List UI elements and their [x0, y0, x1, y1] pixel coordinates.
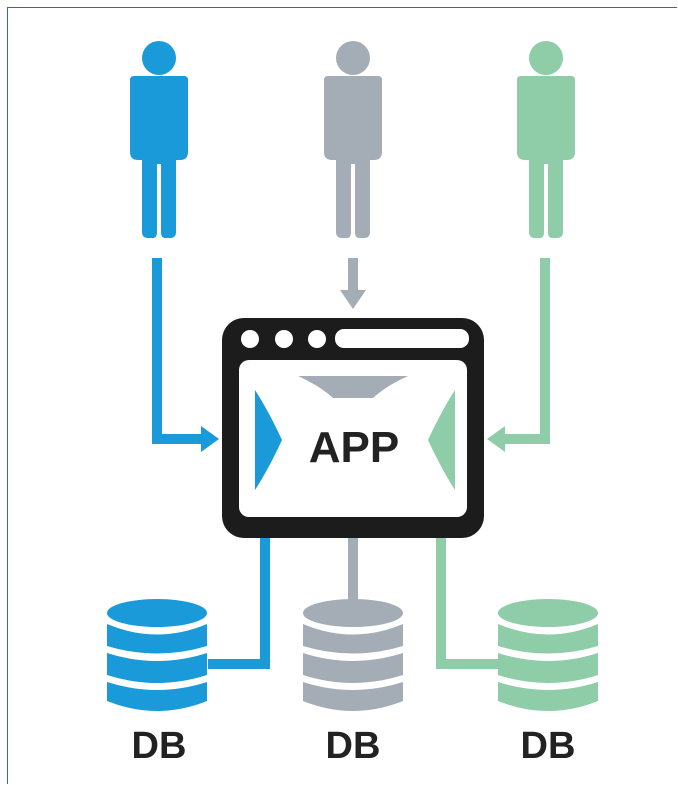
app-arrow-top — [298, 376, 408, 398]
window-dot-2 — [275, 330, 293, 348]
app-window: APP — [222, 318, 484, 538]
db-label-green: DB — [521, 725, 576, 767]
arrow-head-blue — [201, 426, 219, 452]
connector-blue-db — [208, 525, 270, 669]
arrow-head-gray — [340, 290, 366, 309]
app-arrow-left — [255, 390, 282, 490]
window-dot-1 — [241, 330, 259, 348]
user-icon-blue — [130, 41, 188, 238]
database-icon-gray — [303, 599, 403, 711]
app-arrow-right — [428, 390, 455, 490]
database-icon-blue — [107, 599, 207, 711]
db-label-gray: DB — [326, 725, 381, 767]
address-bar — [335, 329, 469, 348]
user-icon-green — [517, 41, 575, 238]
app-viewport — [239, 360, 467, 517]
connector-green-user — [502, 258, 550, 444]
connector-blue-user — [152, 258, 205, 444]
user-icon-gray — [324, 41, 382, 238]
arrow-head-green — [487, 426, 505, 452]
database-icon-green — [498, 599, 598, 711]
db-label-blue: DB — [132, 725, 187, 767]
app-label: APP — [309, 423, 399, 472]
window-dot-3 — [308, 330, 326, 348]
connector-green-db — [436, 525, 500, 669]
